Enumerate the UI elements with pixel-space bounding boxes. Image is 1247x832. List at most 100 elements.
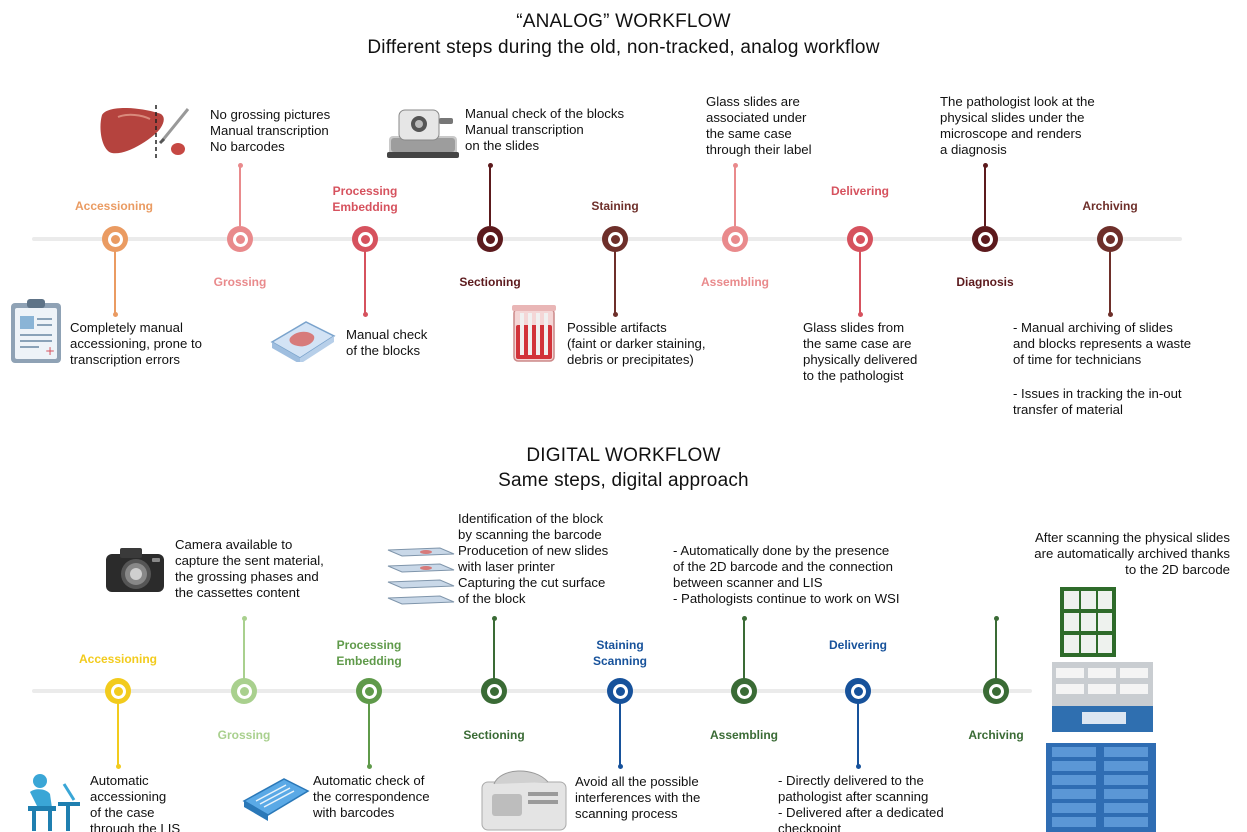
digital-note-staining: Avoid all the possible interferences wit…	[575, 774, 701, 821]
digital-stem-delivering	[857, 702, 859, 766]
svg-text:+: +	[45, 344, 55, 358]
analog-node-diagnosis	[972, 226, 998, 252]
analog-note-archiving-2: - Issues in tracking the in-out transfer…	[1013, 386, 1182, 417]
analog-node-grossing	[227, 226, 253, 252]
digital-stem-dot-staining	[617, 763, 623, 769]
camera-icon	[106, 548, 164, 592]
digital-stem-dot-sectioning	[491, 615, 497, 621]
analog-stem-dot-delivering	[857, 311, 863, 317]
digital-step-assembling: Assembling	[709, 728, 778, 742]
liver-icon	[100, 105, 190, 159]
digital-node-delivering	[845, 678, 871, 704]
digital-step-processing: Processing Embedding	[336, 638, 402, 668]
analog-stem-processing	[364, 250, 366, 314]
slide-scanner-icon	[481, 770, 567, 831]
person-at-computer-icon	[28, 774, 80, 831]
tissue-block-icon	[270, 321, 336, 362]
analog-step-sectioning: Sectioning	[459, 275, 521, 289]
digital-note-grossing: Camera available to capture the sent mat…	[175, 537, 324, 600]
analog-stem-dot-grossing	[237, 162, 243, 168]
analog-node-processing	[352, 226, 378, 252]
analog-node-accessioning	[102, 226, 128, 252]
digital-note-archiving: After scanning the physical slides are a…	[1034, 530, 1230, 577]
analog-stem-grossing	[239, 165, 241, 226]
analog-note-sectioning: Manual check of the blocks Manual transc…	[465, 106, 625, 153]
digital-step-sectioning: Sectioning	[463, 728, 525, 742]
digital-stem-dot-assembling	[741, 615, 747, 621]
digital-node-grossing	[231, 678, 257, 704]
digital-node-sectioning	[481, 678, 507, 704]
analog-step-grossing: Grossing	[213, 275, 267, 289]
slide-archive-photo-2	[1052, 662, 1153, 732]
analog-node-delivering	[847, 226, 873, 252]
analog-node-assembling	[722, 226, 748, 252]
slide-archive-photo-3	[1046, 743, 1156, 832]
analog-stem-delivering	[859, 250, 861, 314]
analog-note-archiving-1: - Manual archiving of slides and blocks …	[1013, 320, 1192, 367]
digital-title: DIGITAL WORKFLOW	[526, 445, 721, 466]
digital-step-staining-scanning: Staining Scanning	[592, 638, 647, 668]
analog-note-diagnosis: The pathologist look at the physical sli…	[940, 94, 1095, 157]
cassette-icon	[242, 778, 310, 821]
digital-note-processing: Automatic check of the correspondence wi…	[313, 773, 430, 820]
analog-stem-dot-assembling	[732, 162, 738, 168]
analog-stem-dot-archiving	[1107, 311, 1113, 317]
staining-container-icon	[512, 305, 556, 362]
analog-stem-accessioning	[114, 250, 116, 314]
analog-node-staining	[602, 226, 628, 252]
analog-note-grossing: No grossing pictures Manual transcriptio…	[210, 107, 331, 154]
analog-step-delivering: Delivering	[830, 184, 890, 198]
analog-node-archiving	[1097, 226, 1123, 252]
digital-step-grossing: Grossing	[217, 728, 271, 742]
clipboard-icon: +	[11, 299, 61, 363]
analog-note-processing: Manual check of the blocks	[346, 327, 428, 358]
analog-stem-dot-sectioning	[487, 162, 493, 168]
analog-step-accessioning: Accessioning	[74, 199, 154, 213]
digital-stem-sectioning	[493, 618, 495, 680]
digital-stem-grossing	[243, 618, 245, 680]
analog-step-staining: Staining	[591, 199, 639, 213]
digital-step-delivering: Delivering	[828, 638, 888, 652]
digital-note-accessioning: Automatic accessioning of the case throu…	[90, 773, 181, 832]
analog-note-accessioning: Completely manual accessioning, prone to…	[70, 320, 202, 367]
digital-step-accessioning: Accessioning	[78, 652, 158, 666]
analog-step-processing: Processing Embedding	[332, 184, 398, 214]
analog-stem-dot-staining	[612, 311, 618, 317]
analog-stem-sectioning	[489, 165, 491, 226]
glass-slides-icon	[387, 547, 455, 605]
digital-stem-processing	[368, 702, 370, 766]
analog-stem-staining	[614, 250, 616, 314]
digital-stem-accessioning	[117, 702, 119, 766]
analog-step-diagnosis: Diagnosis	[956, 275, 1014, 289]
analog-note-delivering: Glass slides from the same case are phys…	[803, 320, 918, 383]
digital-stem-archiving	[995, 618, 997, 680]
digital-node-assembling	[731, 678, 757, 704]
analog-step-archiving: Archiving	[1082, 199, 1138, 213]
digital-stem-dot-accessioning	[115, 763, 121, 769]
digital-stem-assembling	[743, 618, 745, 680]
digital-note-sectioning: Identification of the block by scanning …	[458, 511, 609, 606]
analog-stem-dot-diagnosis	[982, 162, 988, 168]
digital-timeline	[32, 689, 1032, 693]
digital-note-delivering: - Directly delivered to the pathologist …	[778, 773, 944, 832]
digital-subtitle: Same steps, digital approach	[498, 470, 749, 491]
analog-stem-diagnosis	[984, 165, 986, 226]
digital-stem-staining	[619, 702, 621, 766]
analog-stem-dot-processing	[362, 311, 368, 317]
analog-node-sectioning	[477, 226, 503, 252]
digital-node-accessioning	[105, 678, 131, 704]
digital-node-archiving	[983, 678, 1009, 704]
slide-archive-photo-1	[1060, 587, 1116, 657]
analog-title: “ANALOG” WORKFLOW	[516, 11, 731, 32]
analog-stem-dot-accessioning	[112, 311, 118, 317]
digital-stem-dot-delivering	[855, 763, 861, 769]
analog-note-assembling: Glass slides are associated under the sa…	[706, 94, 812, 157]
digital-stem-dot-grossing	[241, 615, 247, 621]
analog-step-assembling: Assembling	[700, 275, 769, 289]
analog-note-staining: Possible artifacts (faint or darker stai…	[567, 320, 706, 367]
analog-stem-assembling	[734, 165, 736, 226]
digital-node-staining-scanning	[607, 678, 633, 704]
digital-stem-dot-processing	[366, 763, 372, 769]
analog-subtitle: Different steps during the old, non-trac…	[367, 37, 880, 58]
analog-stem-archiving	[1109, 250, 1111, 314]
